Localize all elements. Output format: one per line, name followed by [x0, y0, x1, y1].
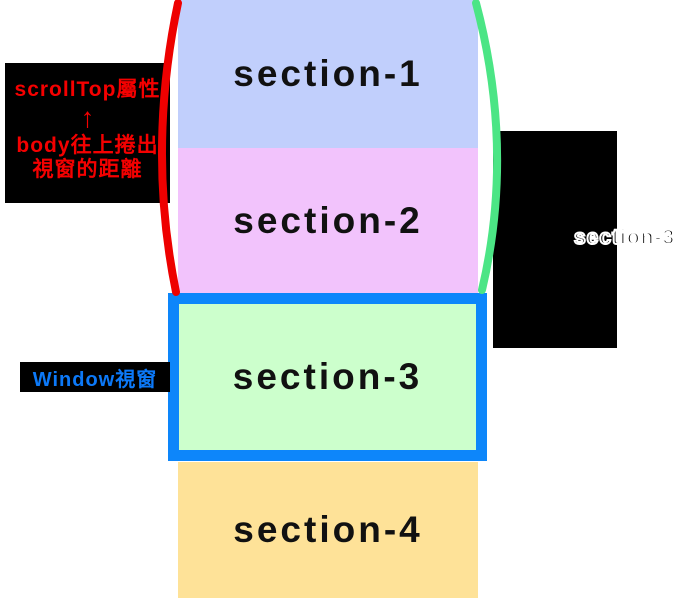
section-1-label: section-1: [233, 53, 423, 94]
window-label-box: Window視窗: [20, 362, 170, 392]
scrolltop-callout-desc-line-2: 視窗的距離: [32, 158, 143, 181]
section-1-box: section-1: [178, 0, 478, 148]
scrolltop-callout-box: scrollTop屬性 ↑ body往上捲出 視窗的距離: [5, 63, 170, 203]
section-4-label: section-4: [233, 509, 423, 550]
section-2-box: section-2: [178, 148, 478, 293]
section-3-label: section-3: [232, 356, 423, 397]
offset-callout-label: section-3: [573, 225, 676, 250]
scrolltop-callout-desc-line-1: body往上捲出: [16, 134, 159, 157]
section-4-box: section-4: [178, 462, 478, 598]
window-label: Window視窗: [32, 368, 158, 391]
offset-callout-box: [493, 131, 617, 348]
section-2-label: section-2: [233, 199, 423, 241]
up-arrow-icon: ↑: [80, 102, 95, 133]
window-viewport-box: section-3: [168, 293, 487, 461]
scrolltop-callout-title: scrollTop屬性: [14, 78, 161, 101]
